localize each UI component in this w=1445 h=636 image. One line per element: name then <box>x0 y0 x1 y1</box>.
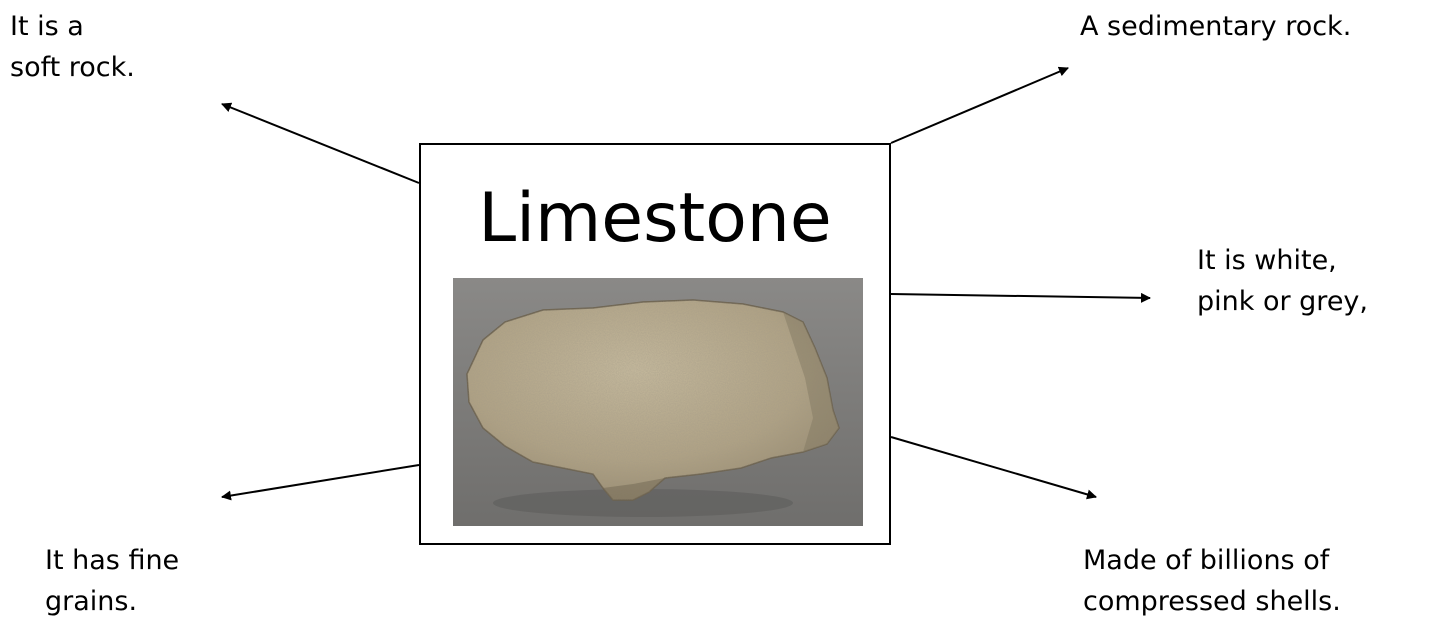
diagram-title: Limestone <box>421 179 889 259</box>
label-line: It has fine <box>45 540 179 581</box>
label-line: A sedimentary rock. <box>1080 6 1351 47</box>
limestone-rock-image <box>453 278 863 526</box>
arrow-to-sedimentary <box>891 68 1068 143</box>
label-colours: It is white, pink or grey, <box>1197 240 1368 322</box>
label-fine-grains: It has fine grains. <box>45 540 179 622</box>
label-soft-rock: It is a soft rock. <box>10 6 135 88</box>
label-line: pink or grey, <box>1197 281 1368 322</box>
label-line: grains. <box>45 581 179 622</box>
limestone-card: Limestone <box>419 143 891 545</box>
arrow-to-colours <box>891 294 1150 298</box>
label-line: It is a <box>10 6 135 47</box>
label-line: It is white, <box>1197 240 1368 281</box>
label-compressed-shells: Made of billions of compressed shells. <box>1083 540 1341 622</box>
arrow-to-shells <box>891 437 1096 497</box>
arrow-to-soft-rock <box>222 104 419 183</box>
label-line: soft rock. <box>10 47 135 88</box>
arrow-to-fine-grains <box>222 465 419 497</box>
label-line: compressed shells. <box>1083 581 1341 622</box>
label-line: Made of billions of <box>1083 540 1341 581</box>
label-sedimentary: A sedimentary rock. <box>1080 6 1351 47</box>
